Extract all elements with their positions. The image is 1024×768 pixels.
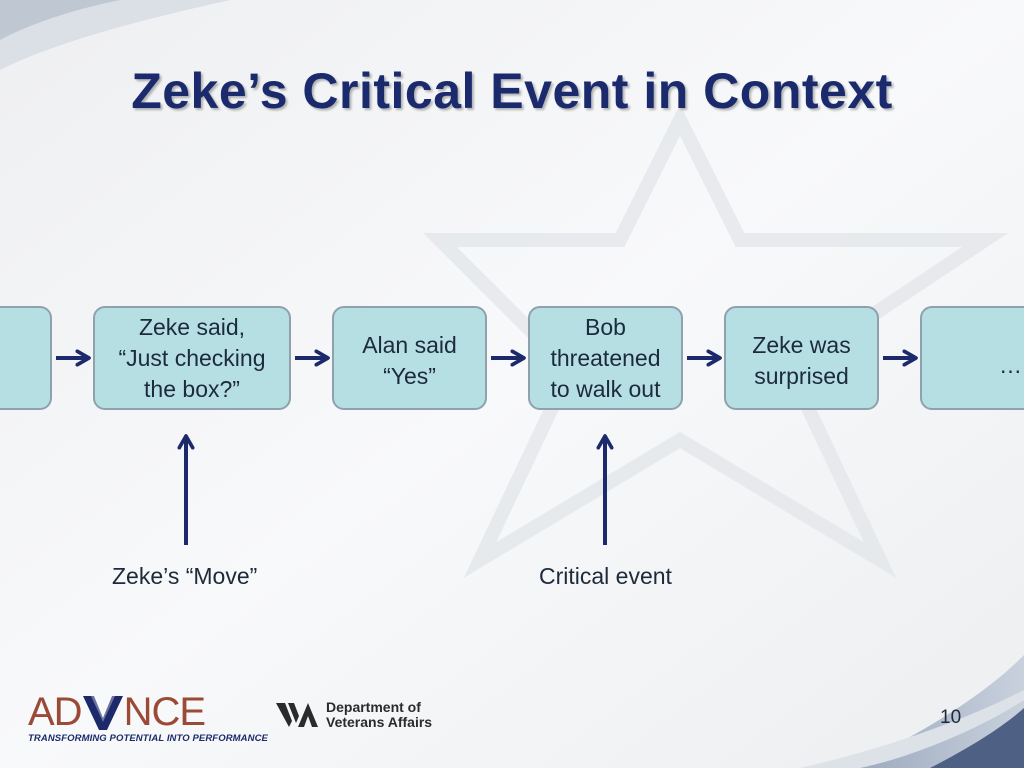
advance-logo: AD NCE TRANSFORMING POTENTIAL INTO PERFO… [28,690,268,744]
page-number: 10 [940,707,962,728]
annotation-label-critical-event: Critical event [539,563,672,589]
flow-node-continuation: … [920,306,1024,410]
star-watermark [423,104,1009,578]
va-name-line-1: Department of [326,699,421,715]
flow-node-zeke-surprised: Zeke was surprised [724,306,879,410]
corner-swoosh-top [0,0,230,70]
va-seal-icon [276,703,318,727]
flow-node-bob-threatened: Bob threatened to walk out [528,306,683,410]
va-logo: Department of Veterans Affairs [276,697,432,733]
advance-va-glyph-icon [82,696,123,730]
flow-node-previous [0,306,52,410]
va-name-line-2: Veterans Affairs [326,714,433,730]
annotation-label-move: Zeke’s “Move” [112,563,258,589]
flow-node-zeke-said: Zeke said, “Just checking the box?” [93,306,291,410]
flow-node-alan-said: Alan said “Yes” [332,306,487,410]
slide-title: Zeke’s Critical Event in Context [131,63,893,119]
advance-tagline: TRANSFORMING POTENTIAL INTO PERFORMANCE [28,733,268,744]
